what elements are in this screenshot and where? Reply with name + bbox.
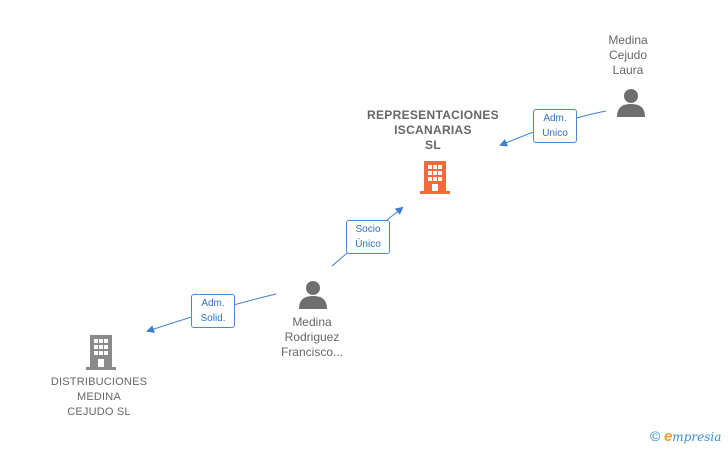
footer-brand[interactable]: © empresia bbox=[650, 428, 721, 445]
brand-first-letter: e bbox=[663, 428, 673, 445]
person-francisco-line: Medina bbox=[292, 315, 332, 329]
edge-badge-laura[interactable]: Adm. Unico bbox=[533, 109, 577, 143]
person-laura-label[interactable]: Medina Cejudo Laura bbox=[588, 33, 668, 78]
edge-badge-line: Adm. bbox=[201, 298, 225, 309]
person-laura-line: Cejudo bbox=[608, 48, 648, 62]
building-icon[interactable] bbox=[85, 334, 117, 370]
main-company-line: SL bbox=[425, 138, 441, 152]
main-company-label[interactable]: REPRESENTACIONES ISCANARIAS SL bbox=[352, 108, 514, 153]
person-laura-line: Laura bbox=[612, 63, 644, 77]
main-company-line: ISCANARIAS bbox=[394, 123, 472, 137]
edge-badge-line: Unico bbox=[542, 128, 568, 139]
secondary-company-label[interactable]: DISTRIBUCIONES MEDINA CEJUDO SL bbox=[28, 375, 170, 420]
copyright-icon: © bbox=[650, 428, 661, 444]
secondary-company-line: DISTRIBUCIONES bbox=[50, 376, 148, 388]
person-laura-line: Medina bbox=[608, 33, 648, 47]
secondary-company-line: MEDINA bbox=[77, 391, 121, 403]
person-francisco-line: Francisco... bbox=[280, 345, 343, 359]
building-icon[interactable] bbox=[419, 160, 451, 194]
brand-name: mpresia bbox=[672, 430, 722, 444]
person-icon[interactable] bbox=[297, 280, 329, 310]
edge-badge-line: Socio bbox=[355, 224, 381, 235]
edge-badge-line: Solid. bbox=[200, 313, 226, 324]
person-francisco-label[interactable]: Medina Rodriguez Francisco... bbox=[262, 315, 362, 360]
edge-badge-line: Adm. bbox=[543, 113, 567, 124]
main-company-line: REPRESENTACIONES bbox=[367, 108, 499, 122]
person-francisco-line: Rodriguez bbox=[284, 330, 340, 344]
edge-badge-line: Único bbox=[355, 239, 381, 250]
person-icon[interactable] bbox=[615, 88, 647, 118]
secondary-company-line: CEJUDO SL bbox=[67, 406, 131, 418]
edge-badge-francisco-secondary[interactable]: Adm. Solid. bbox=[191, 294, 235, 328]
edge-badge-francisco-main[interactable]: Socio Único bbox=[346, 220, 390, 254]
